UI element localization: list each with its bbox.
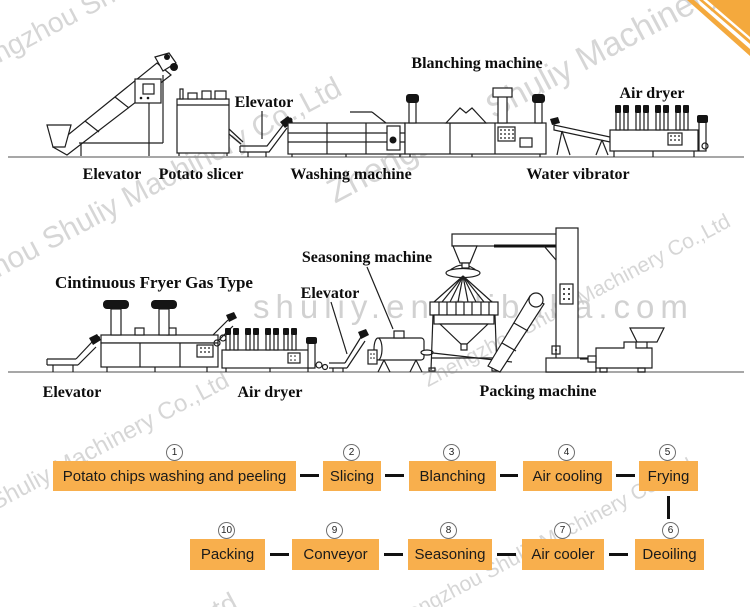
flow-box-packing: Packing [190,539,265,570]
label-elevator-mid: Elevator [42,384,102,401]
label-blanching-machine: Blanching machine [411,55,543,72]
air-dryer-machine-middle [221,328,329,372]
continuous-fryer-drawing [100,300,237,372]
feed-elevator-machine-top [239,116,293,157]
flow-box-deoiling: Deoiling [635,539,704,570]
label-washing-machine: Washing machine [290,166,412,183]
flow-step-number: 1 [166,444,183,461]
label-fryer: Cintinuous Fryer Gas Type [55,273,253,292]
flow-connector [385,474,404,477]
label-elevator-feed-mid: Elevator [300,285,360,302]
flow-connector [384,553,403,556]
bagger-output-drawing [580,327,665,373]
blanching-machine-drawing [404,87,547,157]
corner-ribbon [687,0,750,56]
air-dryer-machine-top [609,105,709,157]
flow-step-number: 3 [443,444,460,461]
flow-connector [270,553,289,556]
flow-box-slicing: Slicing [323,461,381,491]
label-water-vibrator: Water vibrator [526,166,630,183]
seasoning-machine-drawing [367,330,425,373]
feed-elevator-machine-middle [329,329,369,372]
flow-box-seasoning: Seasoning [408,539,492,570]
flow-box-air-cooling: Air cooling [523,461,612,491]
flow-box-blanching: Blanching [409,461,496,491]
label-air-dryer-top: Air dryer [619,85,685,102]
flow-box-air-cooler: Air cooler [522,539,604,570]
flow-step-number: 5 [659,444,676,461]
label-air-dryer-mid: Air dryer [237,384,303,401]
pointer-elevator-mid [330,301,348,355]
potato-slicer-machine [176,88,244,156]
label-elevator-feed-top: Elevator [234,94,294,111]
flow-step-number: 7 [554,522,571,539]
label-potato-slicer: Potato slicer [158,166,244,183]
flow-connector [609,553,628,556]
flow-box-frying: Frying [639,461,698,491]
flow-box-washing-peeling: Potato chips washing and peeling [53,461,296,491]
label-packing-machine: Packing machine [479,383,597,400]
flow-connector [616,474,635,477]
flow-connector-vertical [667,496,670,519]
flow-box-conveyor: Conveyor [292,539,379,570]
flow-step-number: 10 [218,522,235,539]
flow-step-number: 4 [558,444,575,461]
flow-connector [500,474,518,477]
flow-step-number: 6 [662,522,679,539]
flow-step-number: 2 [343,444,360,461]
pointer-seasoning [366,266,394,330]
flow-step-number: 8 [440,522,457,539]
label-elevator-top: Elevator [82,166,142,183]
flow-connector [300,474,319,477]
elevator-machine-1 [46,52,178,156]
washing-machine-drawing [287,111,406,157]
flow-connector [497,553,516,556]
packing-tower-drawing [451,227,597,373]
label-seasoning-machine: Seasoning machine [301,249,433,266]
bucket-elevator-drawing [487,292,545,373]
elevator-machine-2 [46,334,101,372]
flow-step-number: 9 [326,522,343,539]
water-vibrator-drawing [550,117,611,156]
multihead-weigher-drawing [428,264,499,372]
